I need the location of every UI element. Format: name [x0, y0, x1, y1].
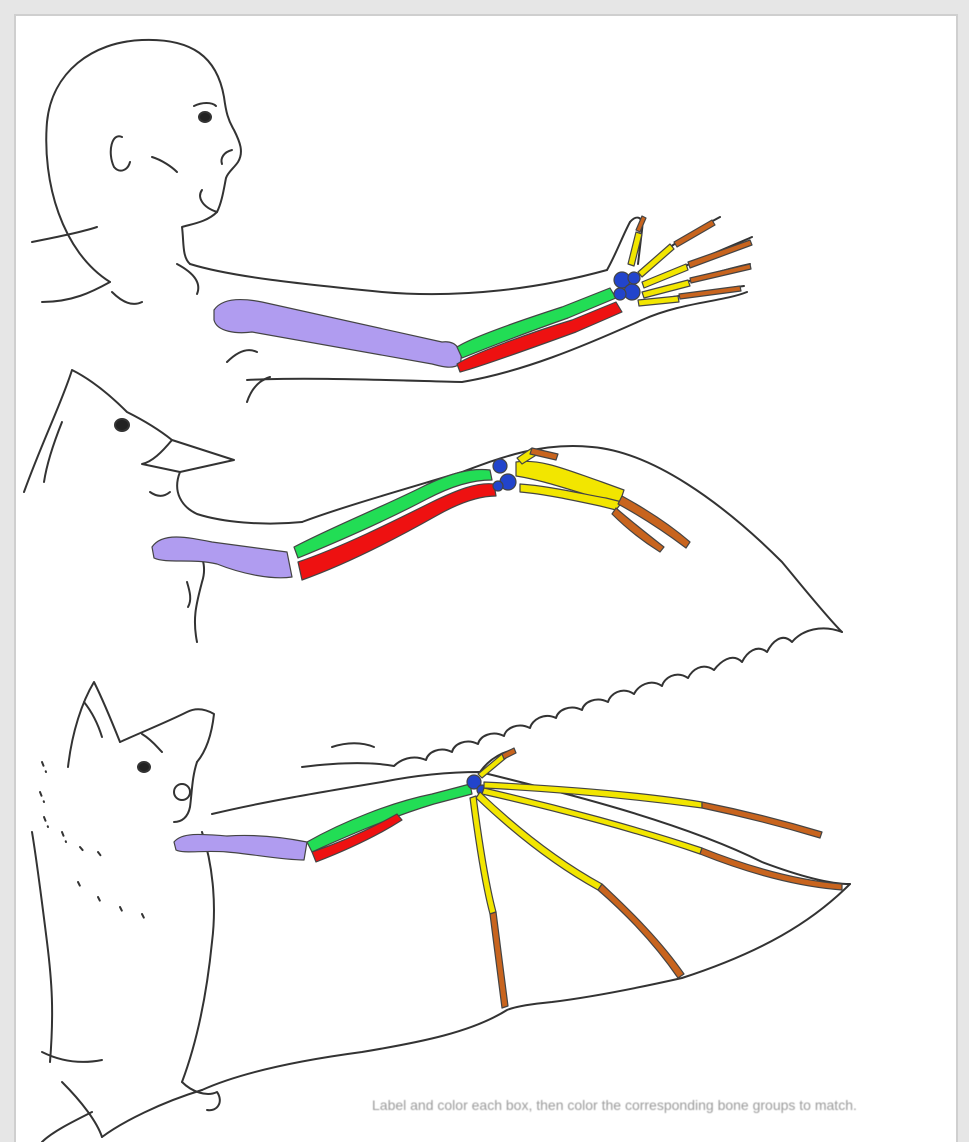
- bird-metacarpals: [516, 448, 624, 510]
- bat-wing-bones: [174, 748, 842, 1008]
- bat-humerus: [174, 834, 307, 860]
- instruction-caption: Label and color each box, then color the…: [372, 1094, 932, 1116]
- human-carpals: [614, 272, 640, 300]
- bird-carpals: [493, 459, 516, 491]
- human-humerus: [214, 300, 461, 368]
- human-arm-bones: [214, 216, 752, 372]
- bird-figure: [24, 370, 842, 767]
- bat-figure: [32, 682, 850, 1142]
- bird-humerus: [152, 537, 292, 578]
- bird-wing-bones: [152, 448, 690, 580]
- homologous-limbs-illustration: [14, 14, 958, 1142]
- worksheet-panel: Label and color each box, then color the…: [14, 14, 958, 1142]
- human-phalanges: [636, 216, 752, 299]
